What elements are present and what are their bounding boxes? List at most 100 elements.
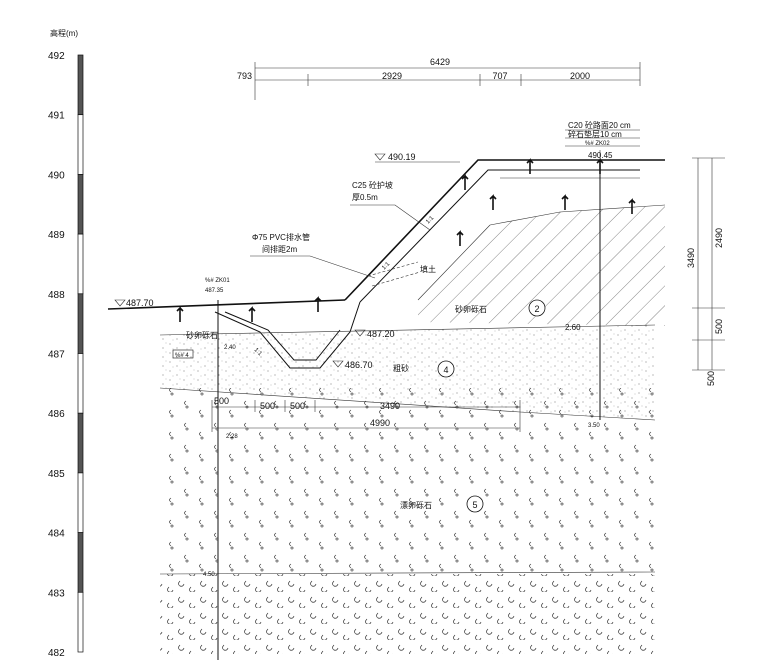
level-road-surface: 490.45 <box>588 151 613 160</box>
anchor-icon <box>628 198 636 214</box>
annotations: C20 砼路面20 cm 碎石垫层10 cm %# ZK02 C25 砼护坡 厚… <box>172 120 631 578</box>
anchor-icon <box>489 194 497 210</box>
layer-2-circle <box>528 299 546 317</box>
elevation-tick-label: 483 <box>48 588 65 599</box>
ditch-outline <box>214 301 361 369</box>
layer-2-label: 砂卵砾石 <box>455 304 487 314</box>
left-ground-line <box>107 299 346 310</box>
pavement-leaders <box>565 129 640 147</box>
slope-protection-label-2: 厚0.5m <box>352 193 378 202</box>
small-label-240: 2.40 <box>224 345 236 351</box>
elevation-tick-label: 482 <box>48 648 65 659</box>
layer-4-number: 4 <box>443 365 448 375</box>
level-top-bench: 490.19 <box>388 152 416 162</box>
elevation-bar-segment <box>77 472 84 533</box>
dim-bottom-total: 4990 <box>370 418 390 428</box>
level-marker-icon <box>374 153 386 161</box>
small-label-450: 4.50 <box>203 572 215 578</box>
elevation-bar-segment <box>77 54 84 116</box>
dimension-lines <box>211 62 725 432</box>
pavement-label-1: C20 砼路面20 cm <box>568 120 631 130</box>
dim-bottom-right: 3490 <box>380 401 400 411</box>
boundary-2-4 <box>159 324 656 336</box>
layer-4-label: 粗砂 <box>393 363 409 373</box>
drain-pipe-line <box>367 261 419 277</box>
layer-5-gravel <box>160 388 655 574</box>
level-ditch-b: 486.70 <box>345 360 373 370</box>
anchor-icon <box>248 306 256 322</box>
elevation-tick-label: 489 <box>48 230 65 241</box>
drain-pipe-label-2: 间排距2m <box>262 244 297 254</box>
elevation-tick-label: 485 <box>48 469 65 480</box>
pavement-label-3: %# ZK02 <box>585 141 610 147</box>
anchor-icon <box>561 194 569 210</box>
dim-seg-1: 2929 <box>382 71 402 81</box>
anchor-icon <box>176 306 184 322</box>
slope-protection-label-1: C25 砼护坡 <box>352 180 393 190</box>
dim-bottom-b: 500 <box>260 401 275 411</box>
elevation-bar-segment <box>77 114 84 175</box>
dim-right-mid: 500 <box>714 319 724 334</box>
left-box-label: %# 4 <box>175 353 189 359</box>
small-label-350: 3.50 <box>588 423 600 429</box>
elevation-bar-segment <box>77 412 84 474</box>
elevation-bar-segment <box>77 233 84 295</box>
depth-label: 2.60 <box>565 323 581 332</box>
layer-2-hatch <box>418 205 665 326</box>
dim-top-total: 6429 <box>430 57 450 67</box>
dim-bottom-c: 500 <box>290 401 305 411</box>
layer-2-number: 2 <box>534 304 539 314</box>
borehole-label-2: 487.35 <box>205 288 224 294</box>
level-marker-icon <box>114 299 126 307</box>
anchor-icon <box>461 174 469 190</box>
pavement-label-2: 碎石垫层10 cm <box>568 129 622 139</box>
slope-protection-line <box>359 169 640 303</box>
anchor-icon <box>314 296 322 312</box>
layer-4-circle <box>437 360 455 378</box>
elevation-bar-segment <box>77 174 84 235</box>
dim-right-total: 3490 <box>686 248 696 268</box>
level-marker-icon <box>354 329 366 337</box>
level-ditch-a: 487.20 <box>367 329 395 339</box>
fill-left-boundary <box>417 224 491 301</box>
elevation-tick-label: 492 <box>48 51 65 62</box>
elevation-tick-label: 491 <box>48 111 65 122</box>
dim-seg-2: 707 <box>492 71 507 81</box>
level-marker-icon <box>332 360 344 368</box>
anchor-symbols <box>176 158 636 322</box>
drain-pipe-line-2 <box>371 271 421 287</box>
dim-seg-3: 2000 <box>570 71 590 81</box>
fill-label: 填土 <box>420 264 436 274</box>
elevation-tick-label: 488 <box>48 290 65 301</box>
pvc-leader <box>250 255 376 279</box>
elevation-bar-segment <box>77 353 84 414</box>
elevation-bar <box>77 54 84 653</box>
fill-boundary <box>489 204 666 226</box>
axis-title: 高程(m) <box>50 28 78 38</box>
anchor-icon <box>596 158 604 174</box>
level-markers: 490.19 490.45 487.70 487.20 486.70 <box>114 151 613 370</box>
small-label-228: 2.28 <box>226 434 238 440</box>
layer-5-label: 漂卵砾石 <box>400 500 432 510</box>
elevation-tick-label: 490 <box>48 170 65 181</box>
dimension-text: 6429 793 2929 707 2000 3490 2490 500 500… <box>214 57 724 428</box>
slope-ratio-low: 1:1 <box>253 347 264 358</box>
ditch-inner <box>224 311 341 361</box>
level-left-ground: 487.70 <box>126 298 154 308</box>
elevation-bar-segment <box>77 293 84 354</box>
layer-5-cobble <box>160 574 655 654</box>
drain-pipe-label-1: Φ75 PVC排水管 <box>252 232 310 242</box>
dim-right-low: 500 <box>706 371 716 386</box>
elevation-tick-label: 484 <box>48 529 65 540</box>
dim-right-upper: 2490 <box>714 228 724 248</box>
elevation-bar-segment <box>77 591 84 653</box>
soil-layers <box>160 205 665 654</box>
slope-ratio-upper: 1:1 <box>425 215 436 226</box>
elevation-bar-segment <box>77 532 84 593</box>
elevation-tick-label: 487 <box>48 350 65 361</box>
layer-5-number: 5 <box>472 500 477 510</box>
c25-leader <box>350 204 431 231</box>
slope-ratio-mid: 1:1 <box>381 261 392 272</box>
